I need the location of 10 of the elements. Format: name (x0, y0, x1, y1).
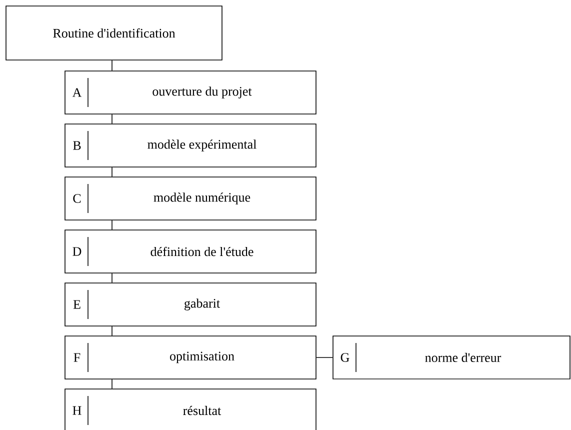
step-box: Routine d'identification (6, 6, 222, 60)
step-box: H résultat (64, 388, 316, 430)
step-box: B modèle expérimental (64, 124, 316, 168)
step-box: F optimisation (64, 336, 316, 380)
connector-line (316, 357, 333, 358)
step-box: D définition de l'étude (64, 230, 316, 274)
step-box: C modèle numérique (64, 176, 316, 220)
step-box: A ouverture du projet (64, 70, 316, 114)
step-box: E gabarit (64, 282, 316, 326)
step-box: G norme d'erreur (332, 336, 570, 380)
